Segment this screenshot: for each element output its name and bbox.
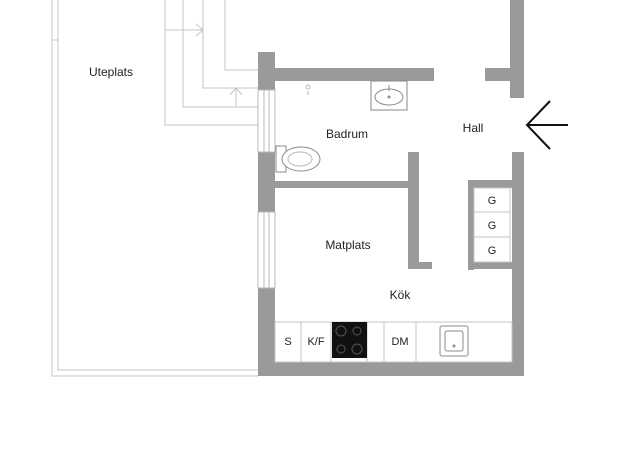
walls (258, 0, 524, 376)
terrace (51, 0, 258, 377)
wardrobe-3-label: G (488, 245, 497, 257)
room-label-kok: Kök (390, 288, 412, 302)
toilet-icon (275, 145, 321, 173)
stove-icon (332, 322, 367, 358)
entrance-arrow-icon (525, 100, 568, 150)
kitchen-sink-icon (439, 325, 469, 357)
wardrobes: G G G (473, 187, 511, 263)
room-label-uteplats: Uteplats (89, 65, 133, 79)
kitchen-s-label: S (284, 336, 291, 348)
room-label-hall: Hall (463, 121, 484, 135)
room-label-badrum: Badrum (326, 127, 368, 141)
staircase (164, 0, 258, 126)
kitchen-kf-label: K/F (307, 336, 324, 348)
kitchen-counter: S K/F DM (274, 321, 513, 363)
wardrobe-1-label: G (488, 195, 497, 207)
window-left (257, 89, 276, 289)
wardrobe-2-label: G (488, 220, 497, 232)
floor-drain-icon (305, 84, 311, 95)
sink-icon (370, 80, 408, 111)
room-label-matplats: Matplats (325, 238, 370, 252)
kitchen-dm-label: DM (391, 336, 408, 348)
